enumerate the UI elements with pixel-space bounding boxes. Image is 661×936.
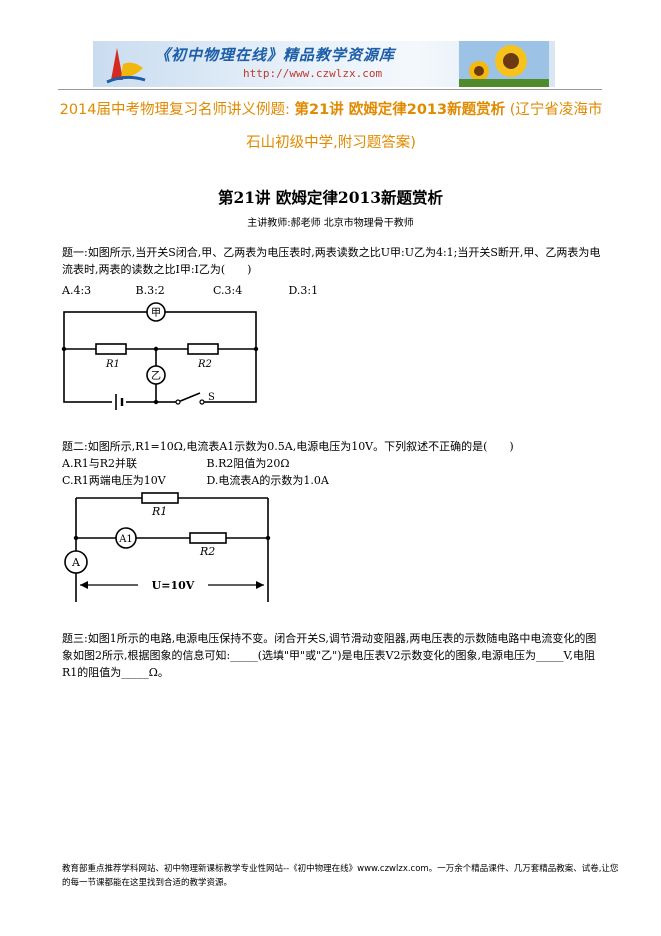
- meter-yi-icon: [146, 365, 166, 385]
- site-logo-icon: [106, 48, 146, 84]
- meter-jia-label: 甲: [151, 308, 161, 319]
- doc-title-bold: 第21讲 欧姆定律2013新题赏析: [294, 102, 506, 118]
- q1-circuit-diagram: 甲 R1 R2 乙 S: [61, 302, 259, 410]
- page-footer: 教育部重点推荐学科网站、初中物理新课标教学专业性网站--《初中物理在线》www.…: [62, 864, 619, 888]
- r1-label: R1: [151, 505, 167, 518]
- q2-option-c: C.R1两端电压为10V: [62, 474, 166, 487]
- meter-jia-icon: [146, 302, 166, 322]
- q2-circuit-diagram: R1 A1 R2 A U=10V: [64, 492, 271, 602]
- ammeter-a-icon: [64, 550, 88, 574]
- doc-title-suffix: (辽宁省凌海市石山初级中学,附习题答案): [246, 102, 603, 151]
- ammeter-a1-icon: [115, 527, 137, 549]
- question-1-options: A.4:3 B.3:2 C.3:4 D.3:1: [62, 282, 318, 299]
- header-rule: [58, 89, 602, 90]
- q1-option-d: D.3:1: [288, 284, 319, 297]
- q1-option-b: B.3:2: [135, 284, 165, 297]
- question-2-text: 题二:如图所示,R1=10Ω,电流表A1示数为0.5A,电源电压为10V。下列叙…: [62, 440, 514, 453]
- question-2-options-row2: C.R1两端电压为10V D.电流表A的示数为1.0A: [62, 472, 329, 489]
- question-3-text: 题三:如图1所示的电路,电源电压保持不变。闭合开关S,调节滑动变阻器,两电压表的…: [62, 632, 597, 679]
- r2-label: R2: [197, 359, 212, 370]
- r1-label: R1: [105, 359, 120, 370]
- question-1-text: 题一:如图所示,当开关S闭合,甲、乙两表为电压表时,两表读数之比U甲:U乙为4:…: [62, 246, 601, 276]
- q2-option-b: B.R2阻值为20Ω: [206, 457, 290, 470]
- banner-url[interactable]: http://www.czwlzx.com: [243, 67, 383, 80]
- switch-label: S: [208, 392, 215, 403]
- lecture-speaker: 主讲教师:郝老师 北京市物理骨干教师: [247, 218, 414, 229]
- q2-option-d: D.电流表A的示数为1.0A: [206, 474, 329, 487]
- q2-option-a: A.R1与R2并联: [62, 457, 138, 470]
- question-2-options-row1: A.R1与R2并联 B.R2阻值为20Ω: [62, 455, 289, 472]
- resistor-r1: [141, 492, 179, 504]
- header-banner: 《初中物理在线》精品教学资源库 http://www.czwlzx.com: [93, 41, 555, 87]
- meter-yi-label: 乙: [151, 370, 161, 382]
- doc-title-prefix: 2014届中考物理复习名师讲义例题:: [59, 102, 290, 118]
- sunflower-icon: [459, 41, 549, 87]
- a1-label: A1: [118, 534, 133, 545]
- r2-label: R2: [199, 545, 215, 558]
- lecture-title: 第21讲 欧姆定律2013新题赏析: [217, 188, 444, 207]
- a-label: A: [71, 556, 81, 569]
- resistor-r2: [187, 343, 219, 355]
- switch-s: [177, 392, 201, 403]
- resistor-r1: [95, 343, 127, 355]
- document-title: 2014届中考物理复习名师讲义例题: 第21讲 欧姆定律2013新题赏析 (辽宁…: [58, 94, 604, 160]
- q1-option-c: C.3:4: [213, 284, 243, 297]
- banner-title: 《初中物理在线》精品教学资源库: [155, 46, 396, 64]
- voltage-label: U=10V: [152, 579, 195, 592]
- resistor-r2: [189, 532, 227, 544]
- q1-option-a: A.4:3: [62, 284, 92, 297]
